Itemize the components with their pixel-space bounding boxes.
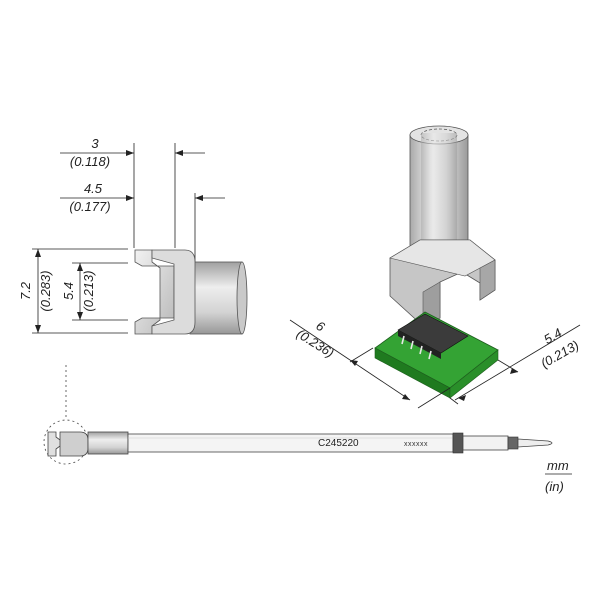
dim-4-5-in: (0.177) <box>69 199 110 214</box>
dim-3-in: (0.118) <box>70 154 110 169</box>
cartridge-full-view <box>43 365 553 465</box>
dim-5-4-mm: 5.4 <box>61 282 76 300</box>
dim-5-4-in: (0.213) <box>81 270 96 311</box>
dim-arrows-left <box>35 249 83 333</box>
tip-3d-view <box>374 125 499 399</box>
dim-3d-group <box>289 319 581 409</box>
dim-arrows-top <box>126 150 203 201</box>
fork-side-view <box>134 249 248 335</box>
dim-chip-5-4-in: (0.213) <box>538 337 581 371</box>
dim-width-group <box>60 143 225 268</box>
dim-arrows-3d <box>350 360 518 401</box>
unit-primary: mm <box>547 458 569 473</box>
cartridge-serial-label: xxxxxx <box>404 441 428 448</box>
cartridge-model-label: C245220 <box>318 438 359 449</box>
dim-4-5-mm: 4.5 <box>84 181 103 196</box>
dim-6-mm: 6 <box>313 318 328 335</box>
unit-secondary: (in) <box>545 479 564 494</box>
dim-3-mm: 3 <box>91 136 99 151</box>
dim-7-2-in: (0.283) <box>38 270 53 311</box>
dim-7-2-mm: 7.2 <box>18 281 33 300</box>
dim-height-group <box>32 248 128 334</box>
